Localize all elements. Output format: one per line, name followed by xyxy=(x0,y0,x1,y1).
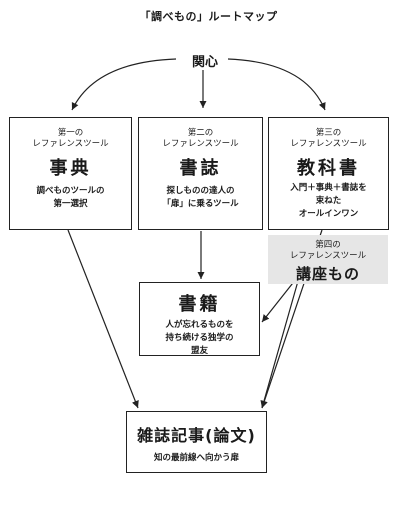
shoseki-desc-line-2: 持ち続ける独学の xyxy=(165,333,234,343)
shoshi-kicker-1: 第二の xyxy=(187,128,214,138)
diagram-title: 「調べもの」ルートマップ xyxy=(139,10,278,23)
shoshi-desc-line-2: 「扉」に乗るツール xyxy=(162,199,239,209)
kyokasho-desc: 入門＋事典＋書誌を 束ねた オールインワン xyxy=(269,182,388,221)
shoseki-desc: 人が忘れるものを 持ち続ける独学の 盟友 xyxy=(140,319,259,358)
arrow-root-to-kyokasho xyxy=(227,58,326,111)
kyokasho-kicker-2: レファレンスツール xyxy=(290,139,367,149)
arrow-root-to-jiten xyxy=(71,58,177,111)
koza-name: 講座もの xyxy=(295,265,360,283)
shoshi-name: 書誌 xyxy=(179,158,222,179)
jiten-kicker-2: レファレンスツール xyxy=(32,139,109,149)
box-kyokasho: 第三の レファレンスツール 教科書 入門＋事典＋書誌を 束ねた オールインワン xyxy=(268,117,389,230)
root-node-interest: 関心 xyxy=(182,51,228,70)
jiten-desc-line-1: 調べものツールの xyxy=(36,186,105,196)
jiten-kicker-1: 第一の xyxy=(57,128,84,138)
shoseki-name: 書籍 xyxy=(178,294,221,315)
zasshi-desc: 知の最前線へ向かう扉 xyxy=(153,453,239,463)
box-koza: 第四の レファレンスツール 講座もの xyxy=(268,235,388,284)
shoshi-desc-line-1: 探しものの達人の xyxy=(166,186,235,196)
shoshi-kicker-2: レファレンスツール xyxy=(162,139,239,149)
box-jiten: 第一の レファレンスツール 事典 調べものツールの 第一選択 xyxy=(9,117,132,230)
arrow-koza-to-zasshi xyxy=(260,273,301,409)
jiten-name: 事典 xyxy=(49,158,92,179)
shoseki-desc-line-3: 盟友 xyxy=(190,346,208,356)
box-shoseki: 書籍 人が忘れるものを 持ち続ける独学の 盟友 xyxy=(139,282,260,356)
box-zasshi: 雑誌記事(論文) 知の最前線へ向かう扉 xyxy=(126,411,267,473)
jiten-desc: 調べものツールの 第一選択 xyxy=(10,185,131,211)
shoseki-desc-line-1: 人が忘れるものを xyxy=(165,320,234,330)
kyokasho-name: 教科書 xyxy=(297,158,360,179)
kyokasho-kicker-1: 第三の xyxy=(315,128,342,138)
koza-kicker-1: 第四の xyxy=(315,240,341,250)
shoshi-desc: 探しものの達人の 「扉」に乗るツール xyxy=(139,185,262,211)
box-shoshi: 第二の レファレンスツール 書誌 探しものの達人の 「扉」に乗るツール xyxy=(138,117,263,230)
jiten-desc-line-2: 第一選択 xyxy=(53,199,88,209)
zasshi-name: 雑誌記事(論文) xyxy=(137,426,256,445)
kyokasho-desc-line-3: オールインワン xyxy=(298,209,359,219)
kyokasho-desc-line-2: 束ねた xyxy=(315,196,342,206)
koza-kicker-2: レファレンスツール xyxy=(289,251,367,261)
arrow-jiten-to-zasshi xyxy=(67,229,139,409)
kyokasho-desc-line-1: 入門＋事典＋書誌を xyxy=(290,183,367,193)
